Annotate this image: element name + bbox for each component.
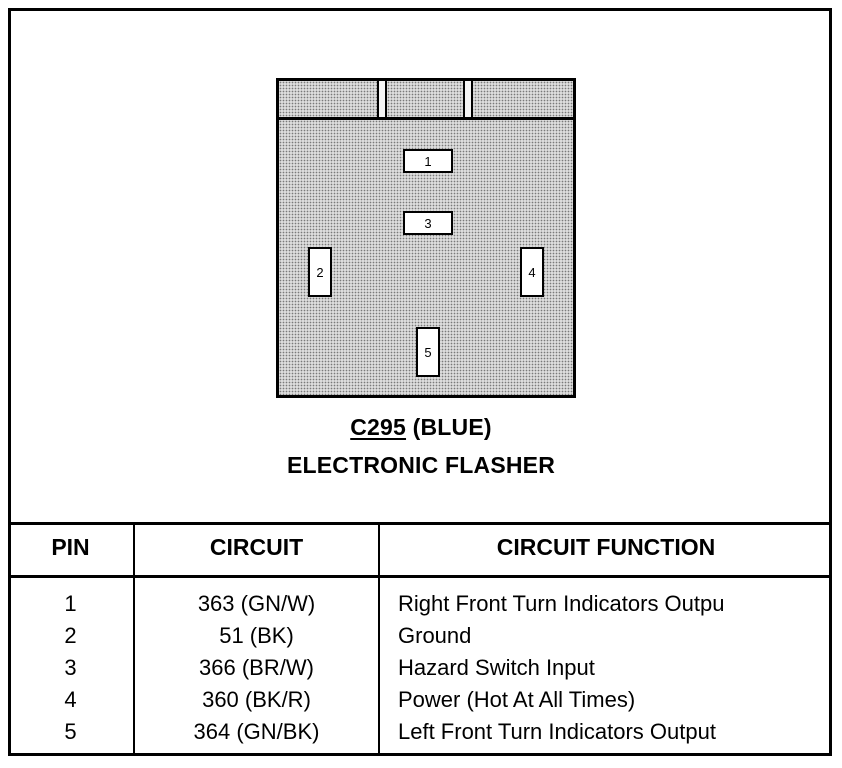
row-circuit: 366 (BR/W) xyxy=(199,655,314,680)
row-pin: 4 xyxy=(64,687,77,712)
header-circuit-function: CIRCUIT FUNCTION xyxy=(496,534,716,560)
row-function: Hazard Switch Input xyxy=(398,655,595,680)
connector-face: 1 3 2 4 5 xyxy=(276,78,576,398)
row-pin: 5 xyxy=(64,719,77,744)
header-pin: PIN xyxy=(51,534,90,560)
row-function: Right Front Turn Indicators Outpu xyxy=(398,591,725,616)
connector-latch-bar xyxy=(279,81,573,120)
connector-rib-left xyxy=(377,81,387,117)
pin-1-cavity: 1 xyxy=(403,149,453,173)
connector-title: C295 (BLUE) xyxy=(0,414,842,441)
row-pin: 1 xyxy=(64,591,77,616)
component-name: ELECTRONIC FLASHER xyxy=(286,452,556,478)
row-circuit: 51 (BK) xyxy=(219,623,294,648)
table-top-rule xyxy=(8,522,832,525)
header-circuit: CIRCUIT xyxy=(209,534,304,560)
row-circuit: 364 (GN/BK) xyxy=(193,719,320,744)
connector-rib-right xyxy=(463,81,473,117)
row-function: Ground xyxy=(398,623,472,648)
pin-3-cavity: 3 xyxy=(403,211,453,235)
table-header-rule xyxy=(8,575,832,578)
pin-5-cavity: 5 xyxy=(416,327,440,377)
row-function: Power (Hot At All Times) xyxy=(398,687,636,712)
table-col-divider-1 xyxy=(133,522,135,754)
row-circuit: 363 (GN/W) xyxy=(197,591,316,616)
pin-4-cavity: 4 xyxy=(520,247,544,297)
row-function: Left Front Turn Indicators Output xyxy=(398,719,716,744)
connector-color: (BLUE) xyxy=(412,414,492,440)
diagram-frame xyxy=(8,8,832,756)
row-circuit: 360 (BK/R) xyxy=(202,687,311,712)
row-pin: 2 xyxy=(64,623,77,648)
table-col-divider-2 xyxy=(378,522,380,754)
connector-id: C295 xyxy=(350,414,407,440)
row-pin: 3 xyxy=(64,655,77,680)
pin-2-cavity: 2 xyxy=(308,247,332,297)
